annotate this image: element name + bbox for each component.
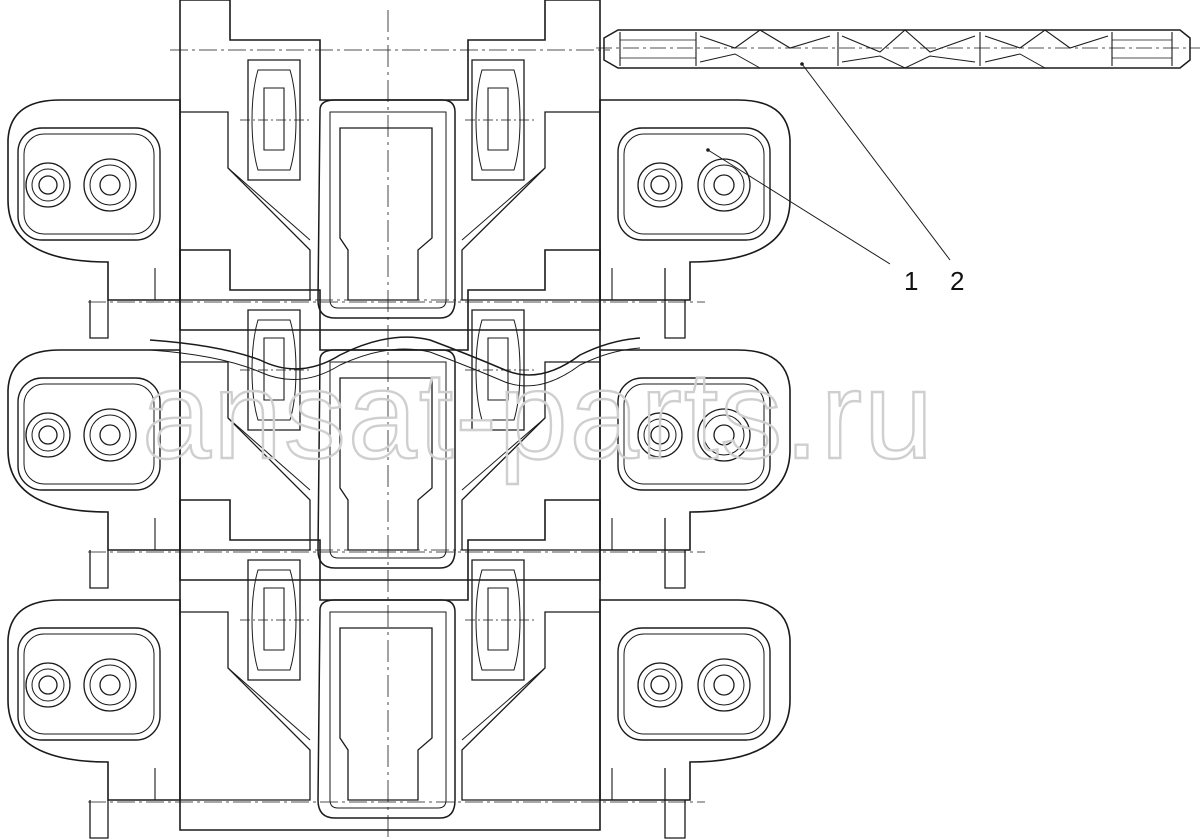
track-pin-part xyxy=(596,29,1200,69)
leader-line-1 xyxy=(707,149,891,265)
leader-line-2 xyxy=(801,63,951,261)
callout-1: 1 xyxy=(904,266,918,296)
joint-seal-curve-inner xyxy=(149,347,641,387)
watermark-text: ansat-parts.ru xyxy=(142,347,935,485)
track-shoe-1 xyxy=(7,0,791,339)
joint-seal-curve xyxy=(149,336,641,376)
leader-dot-1 xyxy=(706,148,710,152)
callout-2: 2 xyxy=(950,266,964,296)
leader-dot-2 xyxy=(800,62,804,66)
